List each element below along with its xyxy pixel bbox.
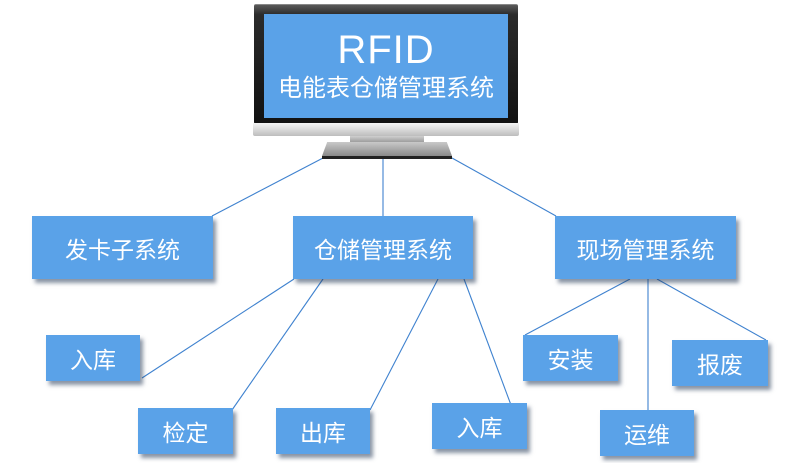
connector-warehouse-mgmt-to-outbound xyxy=(369,278,439,411)
connector-warehouse-mgmt-to-warehouse-inbound xyxy=(141,278,295,379)
system-title: RFID xyxy=(337,28,435,72)
node-warehouse-inbound: 入库 xyxy=(46,335,140,381)
monitor-bezel xyxy=(253,123,519,136)
node-operation-maintenance: 运维 xyxy=(600,410,694,456)
connector-warehouse-mgmt-to-return-inbound xyxy=(463,278,512,406)
monitor-stand xyxy=(322,142,452,159)
node-return-inbound: 入库 xyxy=(432,403,527,449)
node-warehouse-management-system: 仓储管理系统 xyxy=(293,216,473,279)
node-installation: 安装 xyxy=(523,335,618,381)
system-subtitle: 电能表仓储管理系统 xyxy=(278,74,494,102)
monitor-frame: RFID 电能表仓储管理系统 xyxy=(254,4,518,124)
monitor-screen: RFID 电能表仓储管理系统 xyxy=(264,14,508,118)
connector-monitor-to-card-issuing xyxy=(211,157,324,217)
node-verification: 检定 xyxy=(138,408,233,454)
node-outbound: 出库 xyxy=(276,408,370,454)
node-scrapping: 报废 xyxy=(672,340,768,386)
connector-monitor-to-field-mgmt xyxy=(451,157,557,217)
node-card-issuing-subsystem: 发卡子系统 xyxy=(32,216,213,279)
node-field-management-system: 现场管理系统 xyxy=(555,216,736,279)
connector-field-mgmt-to-installation xyxy=(524,278,631,336)
connector-warehouse-mgmt-to-verification xyxy=(231,278,324,411)
connector-field-mgmt-to-scrapping xyxy=(656,278,767,341)
monitor-neck xyxy=(350,136,424,142)
